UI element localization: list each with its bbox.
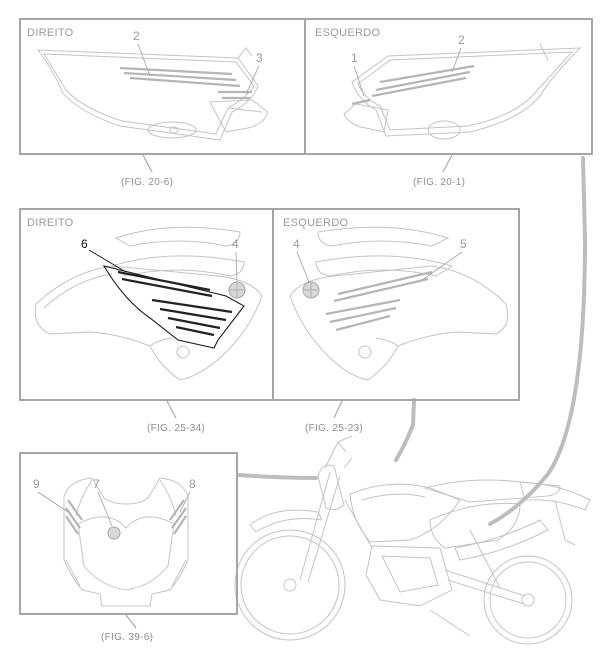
figure-ref-25-34: (FIG. 25-34) xyxy=(147,423,205,434)
side-cover-right-art xyxy=(36,47,269,141)
frame-downtube xyxy=(344,499,373,549)
callout-4-mid-right: 4 xyxy=(232,237,239,251)
callout-7-front-cowl: 7 xyxy=(93,477,100,491)
handlebar xyxy=(324,435,353,469)
engine-detail xyxy=(381,555,439,593)
panel-label-top-left-side: ESQUERDO xyxy=(315,27,380,39)
rear-fender xyxy=(519,481,591,511)
license-bracket xyxy=(554,499,576,546)
callout-3-top-right: 3 xyxy=(256,51,263,65)
panel-box-top-right-side xyxy=(19,18,306,155)
decal-stripes-front-cowl xyxy=(65,499,187,535)
tank-shroud-line xyxy=(361,493,426,501)
tank-shroud-right-art xyxy=(34,226,263,381)
connector-front-cowl xyxy=(236,473,318,480)
decal-shroud-highlighted xyxy=(102,265,245,349)
exhaust xyxy=(454,519,549,561)
connector-top-panels xyxy=(488,156,588,526)
figure-ref-20-1: (FIG. 20-1) xyxy=(413,177,465,188)
panel-box-mid-left-side xyxy=(272,208,520,401)
side-cover-left-art xyxy=(343,43,582,140)
panel-label-mid-right-side: DIREITO xyxy=(27,217,74,229)
tank-shroud xyxy=(349,483,461,543)
figure-ref-25-23: (FIG. 25-23) xyxy=(305,423,363,434)
decal-stripes-top-right xyxy=(119,66,252,100)
rear-shock xyxy=(469,529,501,589)
front-fork xyxy=(299,471,341,583)
panel-label-mid-left-side: ESQUERDO xyxy=(283,217,348,229)
callout-1-top-left: 1 xyxy=(351,51,358,65)
callout-2-top-right: 2 xyxy=(133,29,140,43)
rear-hub xyxy=(521,593,535,607)
callout-2-top-left: 2 xyxy=(458,33,465,47)
engine xyxy=(365,545,453,607)
figure-ref-20-6: (FIG. 20-6) xyxy=(121,177,173,188)
callout-6-mid-right: 6 xyxy=(81,237,88,251)
kickstand xyxy=(429,609,471,637)
panel-box-front-cowl xyxy=(19,452,238,615)
panel-box-top-left-side xyxy=(304,18,593,155)
front-cowl-art xyxy=(63,477,189,607)
callout-4-mid-left: 4 xyxy=(293,237,300,251)
rear-wheel xyxy=(483,555,573,645)
decal-stripes-mid-left xyxy=(325,270,433,332)
emblem-front-cowl xyxy=(107,526,121,540)
tank-shroud-left-art xyxy=(289,226,509,381)
motorcycle-illustration xyxy=(234,435,591,645)
figure-ref-39-6: (FIG. 39-6) xyxy=(101,632,153,643)
connector-mid-panels xyxy=(394,398,416,462)
front-fender xyxy=(249,509,323,533)
panel-connectors xyxy=(236,156,588,526)
front-hub xyxy=(283,578,297,592)
decal-stripes-top-left xyxy=(351,64,475,106)
front-wheel xyxy=(234,529,346,641)
rear-wheel-inner xyxy=(489,561,567,639)
callout-8-front-cowl: 8 xyxy=(189,477,196,491)
headlight-cowl xyxy=(317,464,345,510)
panel-label-top-right-side: DIREITO xyxy=(27,27,74,39)
swingarm xyxy=(444,569,526,605)
callout-5-mid-left: 5 xyxy=(460,237,467,251)
side-cover xyxy=(429,502,521,549)
front-wheel-inner xyxy=(240,535,340,635)
callout-9-front-cowl: 9 xyxy=(33,477,40,491)
